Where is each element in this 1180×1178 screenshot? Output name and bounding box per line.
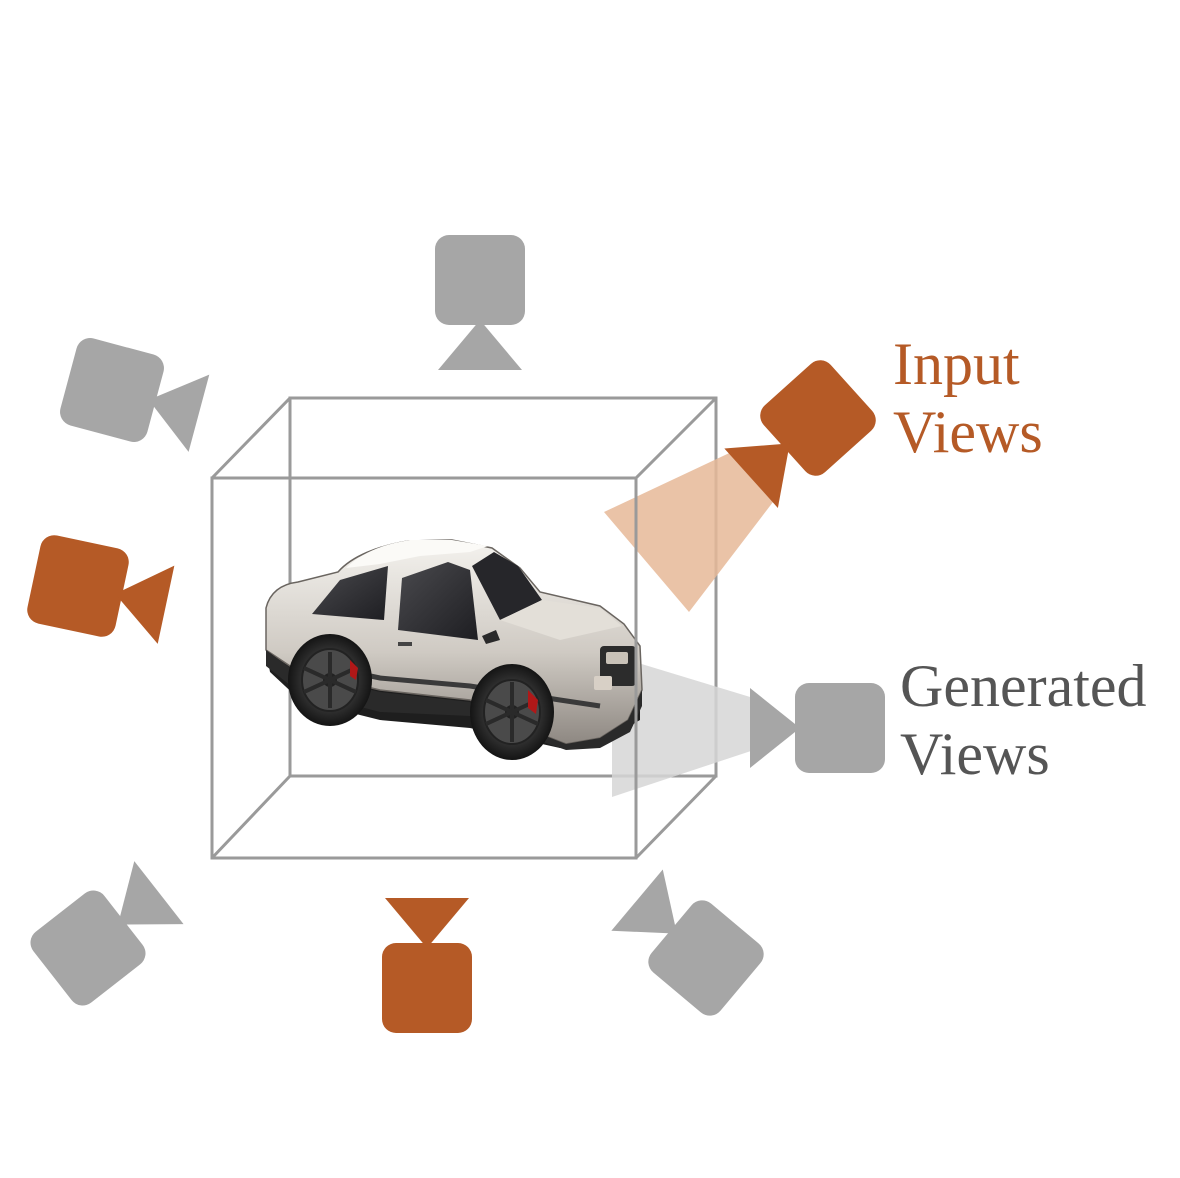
input-view-frustum (604, 448, 773, 612)
generated-camera-top (435, 235, 525, 370)
car-icon (265, 539, 643, 760)
generated-camera-right (750, 683, 885, 773)
front-wheel (470, 664, 554, 760)
generated-views-label: Generated Views (900, 652, 1147, 788)
input-camera-bottom (382, 898, 472, 1033)
generated-camera-lower-right (611, 869, 764, 1016)
generated-camera-upper-left (60, 338, 210, 452)
generated-views-label-line2: Views (900, 721, 1050, 787)
input-camera-left (27, 535, 175, 644)
generated-view-frustum (612, 655, 760, 797)
rear-wheel (288, 634, 372, 726)
input-views-label: Input Views (893, 330, 1043, 466)
generated-views-label-line1: Generated (900, 653, 1147, 719)
generated-camera-lower-left (30, 861, 184, 1006)
input-camera-upper-right (724, 360, 876, 508)
bounding-box-front-face (210, 476, 638, 860)
input-views-label-line2: Views (893, 399, 1043, 465)
input-views-label-line1: Input (893, 331, 1020, 397)
